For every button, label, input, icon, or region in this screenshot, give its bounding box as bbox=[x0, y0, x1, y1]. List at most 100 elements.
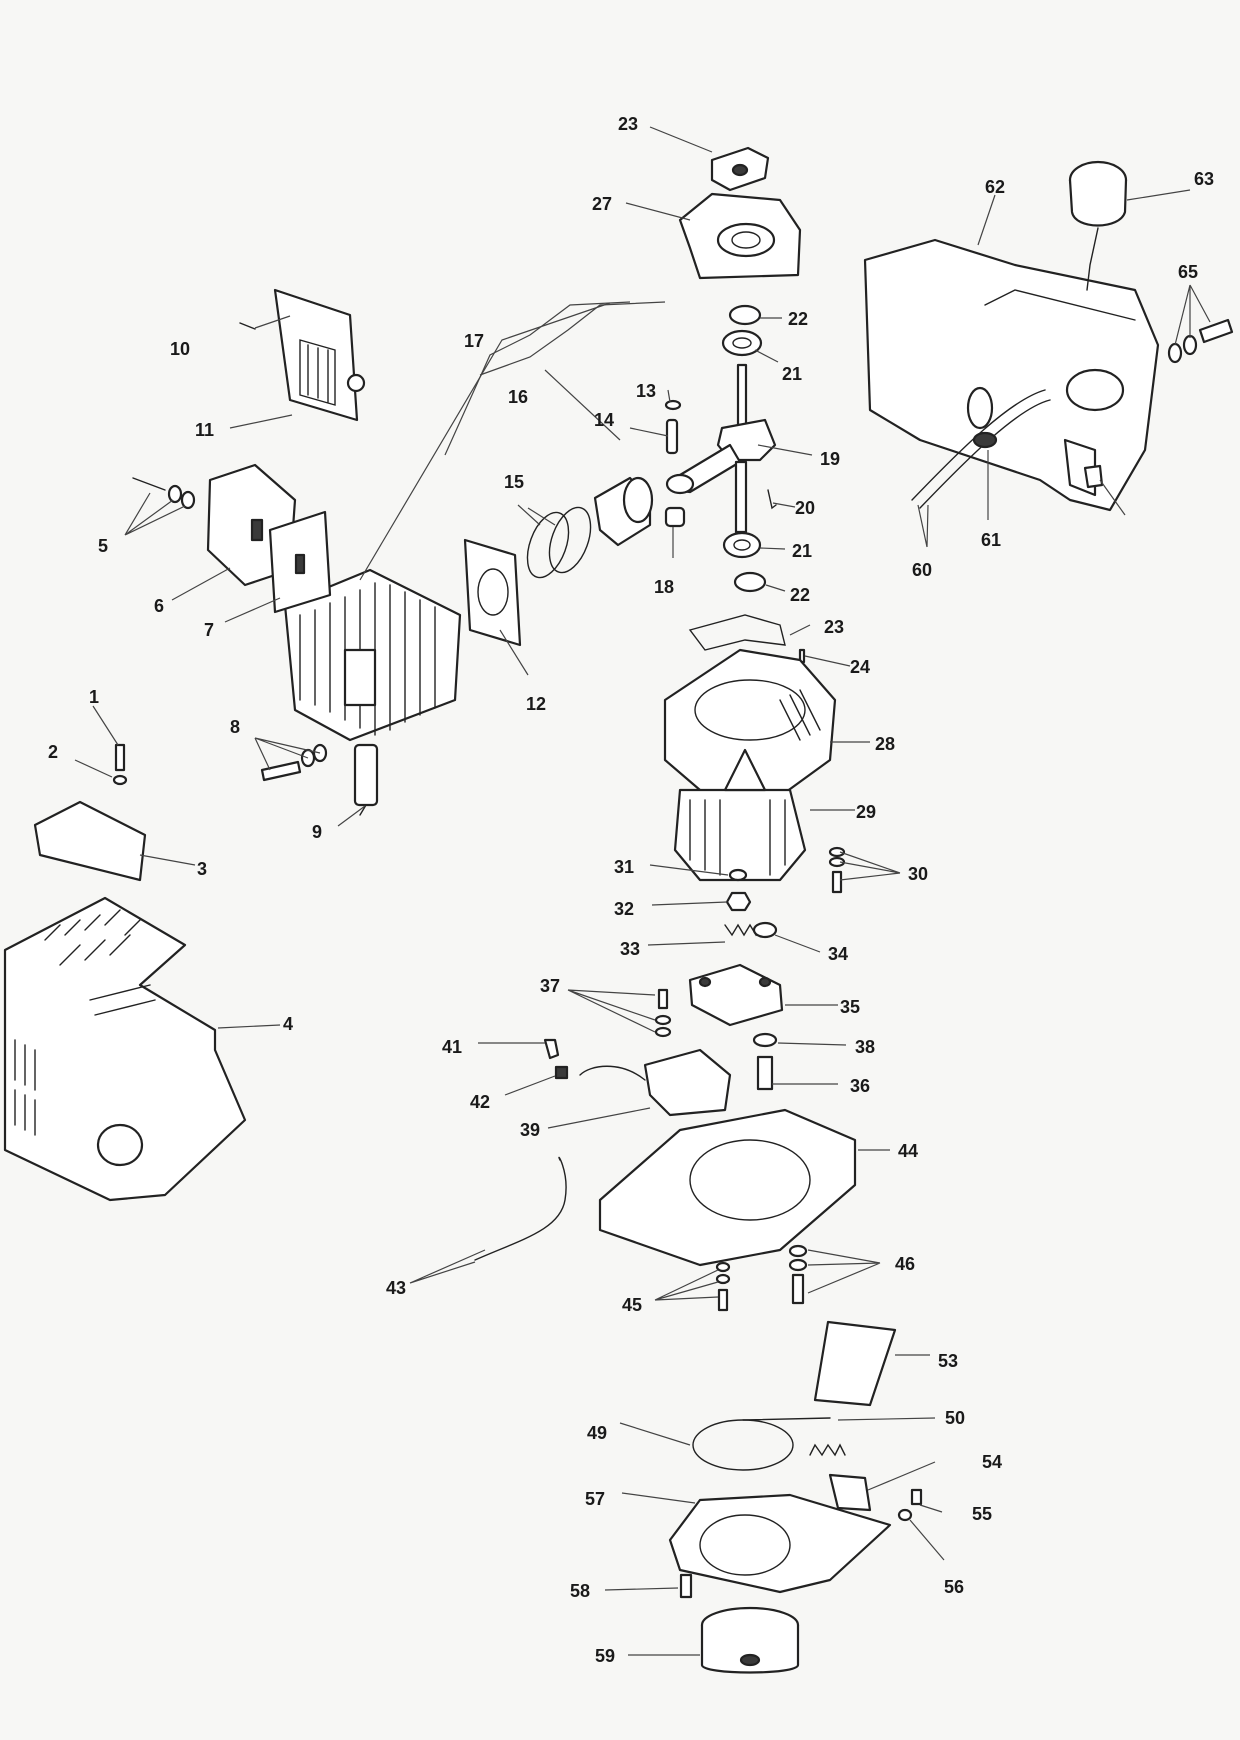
part-54-drawing bbox=[910, 1488, 923, 1506]
part-label-58: 59 bbox=[595, 1646, 615, 1666]
part-label-51: 50 bbox=[945, 1408, 965, 1428]
part-57-drawing bbox=[679, 1573, 693, 1599]
part-label-46: 45 bbox=[622, 1295, 642, 1315]
part-label-44: 43 bbox=[386, 1278, 406, 1298]
part-label-43: 42 bbox=[470, 1092, 490, 1112]
part-55-drawing bbox=[897, 1508, 913, 1522]
part-label-21b: 21 bbox=[792, 541, 812, 561]
part-27-drawing bbox=[688, 614, 786, 651]
part-label-20: 20 bbox=[795, 498, 815, 518]
part-15a-drawing bbox=[526, 511, 570, 579]
part-11-drawing bbox=[273, 288, 366, 422]
part-label-37: 36 bbox=[850, 1076, 870, 1096]
part-label-34: 33 bbox=[620, 939, 640, 959]
part-label-33: 32 bbox=[614, 899, 634, 919]
part-22b-drawing bbox=[733, 571, 767, 593]
part-label-3: 3 bbox=[197, 859, 207, 879]
part-46-drawing bbox=[715, 1261, 731, 1312]
part-16-drawing bbox=[593, 476, 654, 547]
part-label-35: 34 bbox=[828, 944, 848, 964]
part-50-drawing bbox=[692, 1417, 831, 1471]
part-63-drawing bbox=[1167, 318, 1234, 364]
part-45-drawing bbox=[598, 1108, 857, 1267]
part-label-55: 56 bbox=[944, 1577, 964, 1597]
part-14-drawing bbox=[665, 418, 679, 455]
part-51-drawing bbox=[809, 1443, 846, 1457]
part-label-41: 39 bbox=[520, 1120, 540, 1140]
part-30-drawing bbox=[673, 748, 807, 882]
part-52-drawing bbox=[813, 1320, 897, 1407]
part-7-drawing bbox=[268, 510, 332, 614]
part-24-drawing bbox=[710, 146, 770, 192]
part-39-drawing bbox=[752, 1032, 778, 1048]
part-label-12: 12 bbox=[526, 694, 546, 714]
part-20-drawing bbox=[767, 489, 777, 510]
part-21a-drawing bbox=[721, 329, 763, 357]
part-35-drawing bbox=[752, 921, 778, 939]
part-label-27: 23 bbox=[824, 617, 844, 637]
part-label-50: 49 bbox=[587, 1423, 607, 1443]
part-label-39: 38 bbox=[855, 1037, 875, 1057]
part-label-2: 2 bbox=[48, 742, 58, 762]
part-label-10: 10 bbox=[170, 339, 190, 359]
part-44-drawing bbox=[474, 1156, 567, 1261]
part-43-drawing bbox=[554, 1065, 569, 1080]
part-label-9: 9 bbox=[312, 822, 322, 842]
part-17-drawing bbox=[283, 568, 462, 742]
part-label-52: 53 bbox=[938, 1351, 958, 1371]
part-label-53: 54 bbox=[982, 1452, 1002, 1472]
part-58-drawing bbox=[700, 1606, 800, 1674]
part-10-drawing bbox=[239, 322, 256, 330]
part-23-drawing bbox=[678, 192, 802, 280]
part-1-drawing bbox=[114, 743, 126, 772]
part-label-63: 65 bbox=[1178, 262, 1198, 282]
part-label-60: 61 bbox=[981, 530, 1001, 550]
part-label-18: 18 bbox=[654, 577, 674, 597]
part-labels: 23 27 22 21 19 13 14 20 21 22 18 16 15 1… bbox=[48, 114, 1214, 1666]
part-label-24: 23 bbox=[618, 114, 638, 134]
part-label-6: 6 bbox=[154, 596, 164, 616]
part-41-drawing bbox=[579, 1048, 732, 1117]
part-label-61: 62 bbox=[985, 177, 1005, 197]
part-3-drawing bbox=[33, 800, 147, 882]
part-label-17: 17 bbox=[464, 331, 484, 351]
part-53-drawing bbox=[828, 1473, 872, 1512]
part-label-16: 16 bbox=[508, 387, 528, 407]
part-label-32: 31 bbox=[614, 857, 634, 877]
part-label-31: 30 bbox=[908, 864, 928, 884]
part-label-45: 44 bbox=[898, 1141, 918, 1161]
part-5-drawing bbox=[132, 477, 196, 510]
part-label-59: 60 bbox=[912, 560, 932, 580]
part-label-5: 5 bbox=[98, 536, 108, 556]
part-label-30: 29 bbox=[856, 802, 876, 822]
part-22a-drawing bbox=[728, 304, 762, 326]
part-label-13: 13 bbox=[636, 381, 656, 401]
part-37-drawing bbox=[756, 1055, 774, 1091]
part-label-4: 4 bbox=[283, 1014, 293, 1034]
part-38-drawing bbox=[654, 988, 672, 1038]
part-drawings bbox=[3, 146, 1234, 1674]
part-60-drawing bbox=[972, 431, 998, 449]
part-62-drawing bbox=[1068, 160, 1128, 291]
part-8-drawing bbox=[260, 743, 328, 782]
part-label-49: 46 bbox=[895, 1254, 915, 1274]
part-61-drawing bbox=[863, 238, 1160, 512]
part-18-drawing bbox=[664, 506, 686, 528]
part-12-drawing bbox=[463, 538, 522, 647]
part-4-drawing bbox=[3, 896, 247, 1202]
part-label-14: 14 bbox=[594, 410, 614, 430]
part-32-drawing bbox=[728, 868, 748, 882]
part-42-drawing bbox=[543, 1038, 560, 1060]
part-label-29: 28 bbox=[875, 734, 895, 754]
part-label-22a: 22 bbox=[788, 309, 808, 329]
part-9-drawing bbox=[353, 743, 379, 816]
part-36-drawing bbox=[688, 963, 784, 1027]
part-label-42: 41 bbox=[442, 1037, 462, 1057]
part-29-drawing bbox=[663, 648, 837, 802]
part-33-drawing bbox=[725, 891, 752, 912]
part-31-drawing bbox=[828, 846, 846, 894]
part-label-19: 19 bbox=[820, 449, 840, 469]
part-label-36: 35 bbox=[840, 997, 860, 1017]
part-label-8: 8 bbox=[230, 717, 240, 737]
part-label-56: 57 bbox=[585, 1489, 605, 1509]
